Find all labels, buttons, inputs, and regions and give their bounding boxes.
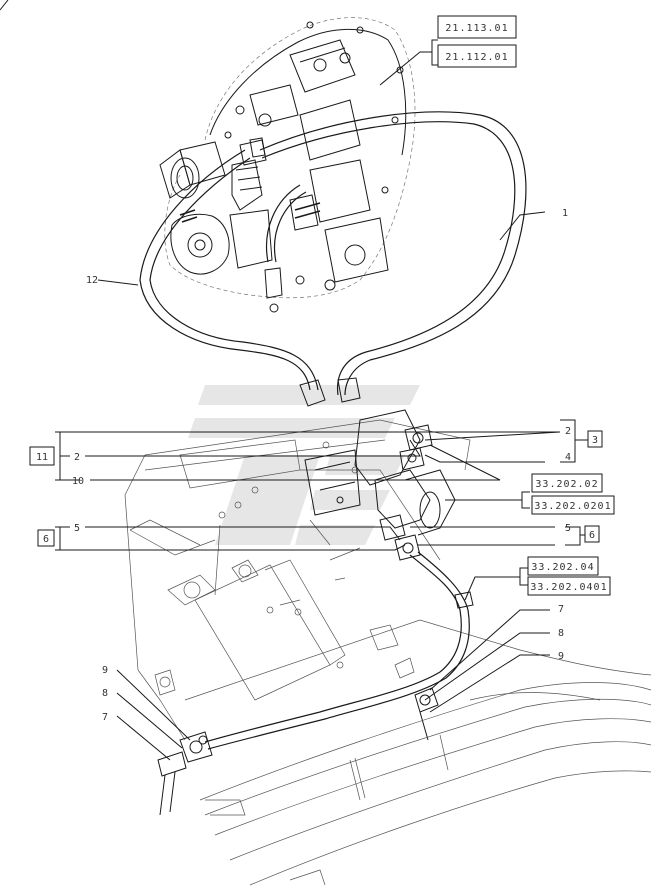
callout-4: 4 xyxy=(565,452,571,463)
ref-box-21113: 21.113.01 xyxy=(437,15,517,39)
boxed-number-3: 3 xyxy=(587,430,603,448)
callout-9-left: 9 xyxy=(102,665,108,676)
svg-text:6: 6 xyxy=(43,534,49,545)
callout-2-left: 2 xyxy=(74,452,80,463)
callout-9-right: 9 xyxy=(558,651,564,662)
callout-2-right: 2 xyxy=(565,426,571,437)
ref-box-33202-04: 33.202.04 xyxy=(527,556,599,576)
corner-mark xyxy=(0,0,9,11)
svg-text:11: 11 xyxy=(36,452,48,463)
callout-8-right: 8 xyxy=(558,628,564,639)
boxed-number-6-left: 6 xyxy=(37,529,55,547)
callout-8-left: 8 xyxy=(102,688,108,699)
cab-floor-plate xyxy=(124,419,521,741)
boxed-number-6-right: 6 xyxy=(584,525,600,543)
ref-label-33202-0401: 33.202.0401 xyxy=(530,582,607,593)
svg-text:3: 3 xyxy=(592,435,598,446)
hose-12 xyxy=(139,149,319,391)
ref-box-33202-0401: 33.202.0401 xyxy=(527,576,611,596)
callout-7-left: 7 xyxy=(102,712,108,723)
ref-box-33202-0201: 33.202.0201 xyxy=(531,495,615,515)
lower-hose xyxy=(157,551,474,816)
callout-5-right: 5 xyxy=(565,523,571,534)
ref-label-21112: 21.112.01 xyxy=(445,52,508,63)
ref-label-33202-04: 33.202.04 xyxy=(531,562,594,573)
leader-lines xyxy=(55,39,590,761)
callout-5-left: 5 xyxy=(74,523,80,534)
ref-box-21112: 21.112.01 xyxy=(437,44,517,68)
valve-block xyxy=(304,409,456,561)
ref-label-33202-02: 33.202.02 xyxy=(535,479,598,490)
callout-12: 12 xyxy=(86,275,98,286)
pump-assembly xyxy=(159,17,416,313)
callout-1: 1 xyxy=(562,208,568,219)
boxed-number-11: 11 xyxy=(29,446,55,466)
wheel-fender xyxy=(199,649,651,886)
svg-text:6: 6 xyxy=(589,530,595,541)
ref-label-33202-0201: 33.202.0201 xyxy=(534,501,611,512)
hose-ends xyxy=(239,139,361,407)
ref-label-21113: 21.113.01 xyxy=(445,23,508,34)
callout-7-right: 7 xyxy=(558,604,564,615)
watermark-logo xyxy=(188,385,420,545)
ref-box-33202-02: 33.202.02 xyxy=(531,473,603,493)
callout-10: 10 xyxy=(72,476,84,487)
hose-1 xyxy=(259,111,527,396)
